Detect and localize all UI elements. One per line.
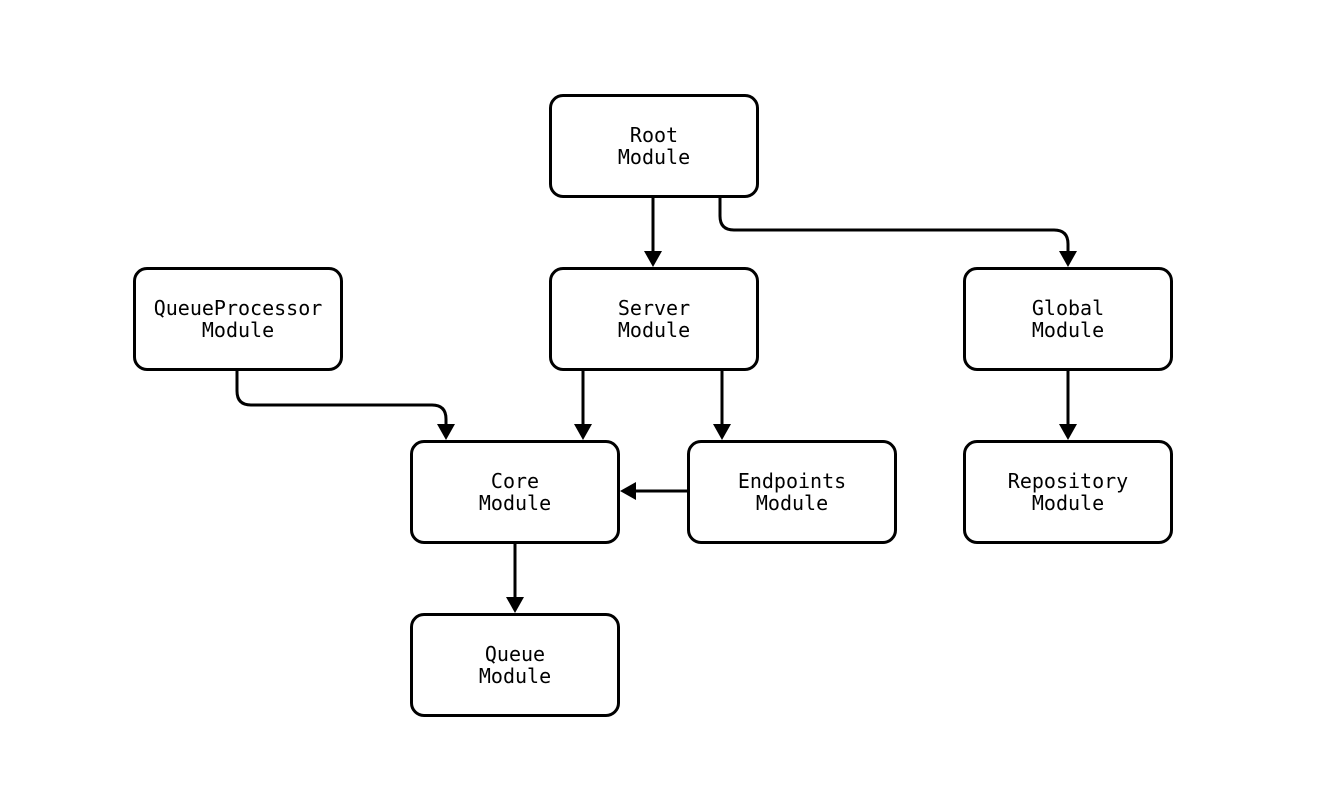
arrowhead-global-repository xyxy=(1059,424,1077,440)
arrowhead-root-global xyxy=(1059,251,1077,267)
node-suffix-endpoints: Module xyxy=(755,491,829,515)
node-name-endpoints: Endpoints xyxy=(737,469,847,493)
node-suffix-server: Module xyxy=(617,318,691,342)
arrowhead-server-core xyxy=(574,424,592,440)
arrowhead-server-endpoints xyxy=(713,424,731,440)
node-name-repository: Repository xyxy=(1007,469,1129,493)
arrowhead-endpoints-core xyxy=(620,482,636,500)
node-suffix-repository: Module xyxy=(1031,491,1105,515)
node-name-root: Root xyxy=(629,123,679,147)
edge-queueprocessor-core xyxy=(235,371,448,426)
node-name-queueprocessor: QueueProcessor xyxy=(153,296,323,320)
arrowhead-root-server xyxy=(644,251,662,267)
arrowhead-queueprocessor-core xyxy=(437,424,455,440)
node-suffix-queue: Module xyxy=(478,664,552,688)
node-name-global: Global xyxy=(1031,296,1105,320)
node-suffix-queueprocessor: Module xyxy=(201,318,275,342)
node-name-queue: Queue xyxy=(484,642,546,666)
node-suffix-root: Module xyxy=(617,145,691,169)
node-name-core: Core xyxy=(490,469,540,493)
arrowhead-core-queue xyxy=(506,597,524,613)
edge-root-global xyxy=(718,197,1070,253)
node-suffix-core: Module xyxy=(478,491,552,515)
node-suffix-global: Module xyxy=(1031,318,1105,342)
node-name-server: Server xyxy=(617,296,691,320)
